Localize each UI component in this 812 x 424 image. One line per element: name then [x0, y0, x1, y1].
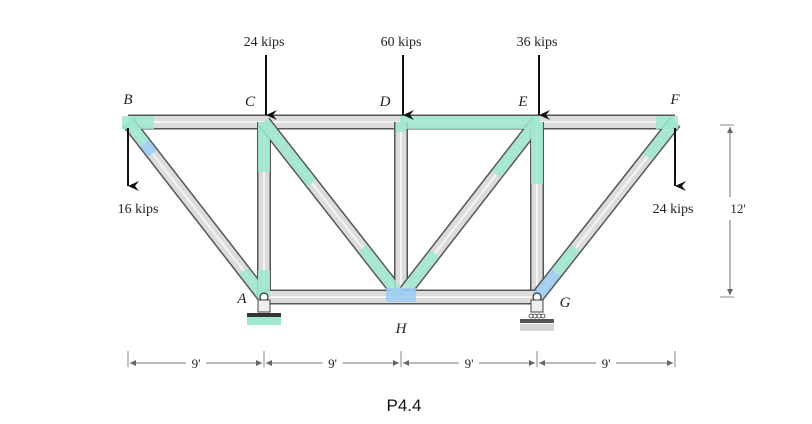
roller-support-icon: [520, 292, 554, 331]
figure-caption: P4.4: [387, 396, 422, 415]
highlight-patch: [123, 118, 149, 147]
node-label-H: H: [395, 321, 408, 337]
dimension-label: 9': [465, 356, 474, 371]
dimension-label: 9': [328, 356, 337, 371]
load-arrow-F: 24 kips: [653, 128, 694, 217]
truss-members: [122, 114, 681, 305]
highlight-patch: [259, 118, 317, 187]
member-highlights: [122, 116, 680, 302]
load-label: 24 kips: [653, 202, 694, 217]
node-label-G: G: [560, 295, 571, 311]
dimension-label-height: 12': [730, 201, 745, 216]
dimension-span: 9': [536, 351, 676, 371]
highlight-patch: [139, 139, 157, 157]
load-label: 16 kips: [118, 202, 159, 217]
dimension-span: 9': [263, 351, 402, 371]
dimension-height: 12': [720, 124, 746, 298]
dimension-span: 9': [127, 351, 265, 371]
node-label-F: F: [669, 92, 680, 108]
highlight-patch: [552, 244, 580, 276]
highlight-patch: [491, 118, 542, 178]
highlight-patch: [386, 288, 416, 302]
load-arrow-C: 24 kips: [244, 35, 285, 120]
load-arrows: 24 kips 60 kips 36 kips 16 kips 24 kips: [118, 35, 694, 217]
load-arrow-D: 60 kips: [381, 35, 422, 120]
dimension-span: 9': [400, 351, 538, 371]
pin-support-icon: [247, 292, 281, 325]
node-label-A: A: [236, 291, 247, 307]
highlight-patch: [396, 122, 406, 132]
highlight-patch: [239, 267, 269, 301]
load-arrow-B: 16 kips: [118, 128, 159, 217]
load-label: 60 kips: [381, 35, 422, 50]
load-label: 36 kips: [517, 35, 558, 50]
node-label-E: E: [517, 94, 527, 110]
highlight-patch: [403, 249, 440, 292]
node-labels: A B C D E F G H: [123, 92, 680, 337]
load-label: 24 kips: [244, 35, 285, 50]
dimension-lines: 9' 9' 9' 9' 12': [127, 124, 746, 371]
node-label-D: D: [379, 94, 391, 110]
dimension-label: 9': [602, 356, 611, 371]
node-label-C: C: [245, 94, 256, 110]
highlight-patch: [531, 122, 543, 184]
supports: [247, 292, 554, 331]
load-arrow-E: 36 kips: [517, 35, 558, 120]
highlight-patch: [643, 118, 680, 161]
dimension-label: 9': [192, 356, 201, 371]
highlight-patch: [400, 116, 540, 129]
highlight-patch: [532, 269, 561, 301]
node-label-B: B: [123, 92, 132, 108]
